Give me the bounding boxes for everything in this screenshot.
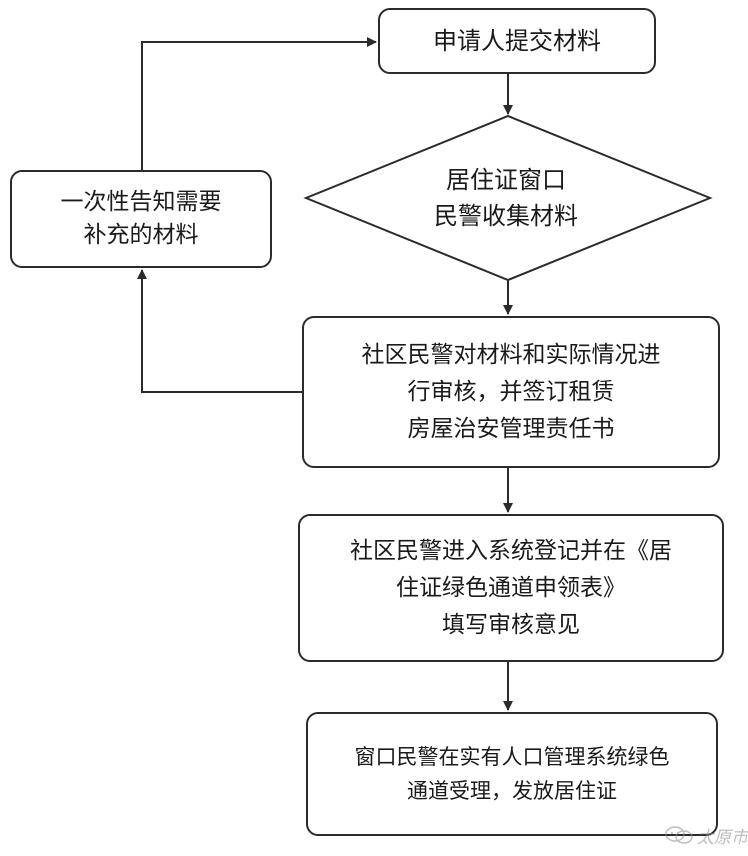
node-text-line: 住证绿色通道申领表》 bbox=[396, 574, 626, 601]
arrow-review-to-supplement bbox=[137, 269, 302, 393]
node-text-line: 居住证窗口 bbox=[446, 166, 566, 194]
node-text-line: 社区民警对材料和实际情况进 bbox=[361, 341, 661, 368]
node-text-line: 通道受理，发放居住证 bbox=[407, 779, 617, 803]
arrow-supplement-to-submit bbox=[141, 37, 377, 170]
node-text-line: 一次性告知需要 bbox=[60, 189, 222, 215]
wechat-icon bbox=[665, 826, 693, 844]
node-text-line: 民警收集材料 bbox=[434, 202, 578, 230]
node-supplement-notice: 一次性告知需要 补充的材料 bbox=[10, 170, 272, 268]
node-community-review: 社区民警对材料和实际情况进 行审核，并签订租赁 房屋治安管理责任书 bbox=[302, 316, 720, 468]
node-text-line: 房屋治安管理责任书 bbox=[407, 415, 615, 442]
node-text-line: 填写审核意见 bbox=[442, 611, 580, 638]
node-applicant-submits: 申请人提交材料 bbox=[378, 8, 656, 74]
node-system-register: 社区民警进入系统登记并在《居 住证绿色通道申领表》 填写审核意见 bbox=[298, 514, 724, 662]
node-window-collects: 居住证窗口 民警收集材料 bbox=[386, 156, 626, 240]
node-text-line: 行审核，并签订租赁 bbox=[407, 378, 615, 405]
node-issue-permit: 窗口民警在实有人口管理系统绿色 通道受理，发放居住证 bbox=[306, 712, 718, 836]
node-text-line: 补充的材料 bbox=[83, 222, 199, 248]
watermark-text: 太原市 bbox=[697, 827, 748, 848]
node-text-line: 申请人提交材料 bbox=[433, 27, 601, 55]
node-text-line: 窗口民警在实有人口管理系统绿色 bbox=[354, 745, 670, 769]
node-text-line: 社区民警进入系统登记并在《居 bbox=[350, 537, 672, 564]
watermark: 太原市 bbox=[628, 822, 748, 848]
